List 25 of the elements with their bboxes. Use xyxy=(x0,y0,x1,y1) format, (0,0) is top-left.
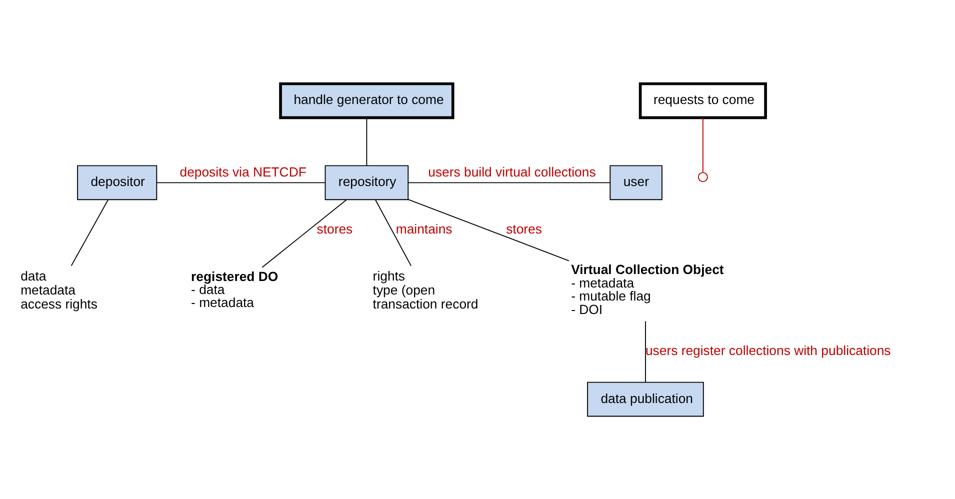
edge-label: maintains xyxy=(396,221,452,236)
connector xyxy=(366,116,368,166)
connector xyxy=(70,198,109,266)
edge-label: users register collections with publications xyxy=(645,342,891,358)
node-box: user xyxy=(610,164,662,200)
node-box: requests to come xyxy=(638,82,767,119)
connector xyxy=(702,116,704,172)
edge-label: users build virtual collections xyxy=(428,164,596,179)
node-text: registered DO - data - metadata xyxy=(191,268,278,310)
connector xyxy=(408,198,570,261)
node-box: handle generator to come xyxy=(279,82,454,119)
node-box: data publication xyxy=(587,381,704,416)
connector xyxy=(645,320,646,382)
node-text: Virtual Collection Object - metadata - mutable flag - DOI xyxy=(571,262,724,316)
connector xyxy=(156,182,326,183)
connector xyxy=(374,198,412,266)
edge-label: deposits via NETCDF xyxy=(180,164,306,179)
node-text: rights type (open transaction record xyxy=(372,268,478,312)
edge-label: stores xyxy=(316,221,353,236)
node-box: repository xyxy=(324,164,409,200)
node-text: data metadata access rights xyxy=(20,268,98,312)
connector xyxy=(262,198,347,268)
connector xyxy=(408,182,610,183)
edge-label: stores xyxy=(506,221,542,236)
node-box: depositor xyxy=(77,164,158,200)
